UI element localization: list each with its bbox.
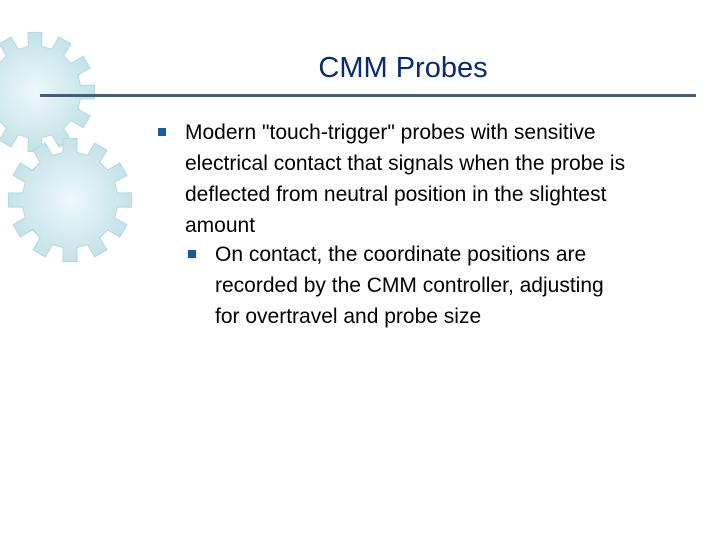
bullet-level-2: On contact, the coordinate positions are… (188, 239, 688, 332)
gear-bottom-icon (7, 137, 133, 263)
gear-body (7, 137, 133, 263)
gear-top-icon (0, 31, 96, 153)
bullet-text: Modern "touch‑trigger" probes with sensi… (185, 121, 626, 237)
title-rule (40, 94, 696, 97)
bullet-level-1: Modern "touch‑trigger" probes with sensi… (158, 117, 688, 241)
slide-title: CMM Probes (318, 52, 488, 84)
gears-decoration (0, 31, 133, 263)
square-bullet-icon (158, 128, 166, 136)
gear-body (0, 31, 96, 153)
bullet-text: On contact, the coordinate positions are… (215, 243, 604, 328)
square-bullet-icon (188, 250, 196, 258)
